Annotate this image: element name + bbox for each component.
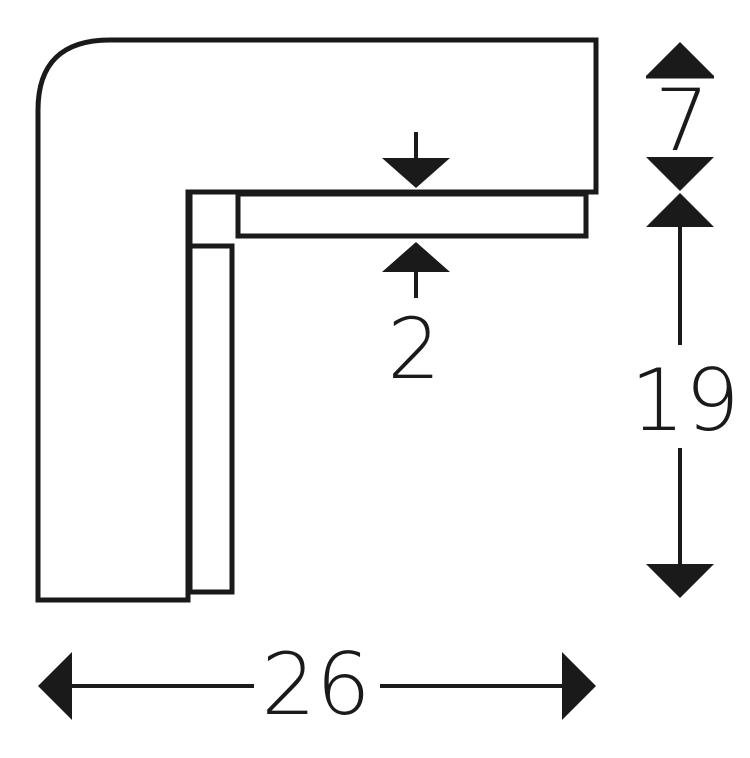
arrow-right-icon [562,652,596,720]
arrow-down-icon [646,157,714,191]
inner-panel-vertical [187,243,235,595]
inner-panel-horizontal [235,191,589,239]
arrow-down-icon [646,564,714,598]
top-height-dimension: 7 [646,42,714,227]
gap-dimension: 2 [382,132,450,398]
side-height-dimension: 19 [630,227,740,598]
width-dimension: 26 [38,635,596,735]
arrow-up-icon [646,42,714,76]
arrow-down-icon [382,158,450,188]
side-height-label: 19 [630,351,739,451]
frame-outline [35,37,599,603]
arrow-up-icon [646,193,714,227]
arrow-up-icon [382,242,450,272]
arrow-left-icon [38,652,72,720]
gap-label: 2 [387,300,440,398]
width-label: 26 [261,635,370,735]
top-height-label: 7 [655,71,710,171]
